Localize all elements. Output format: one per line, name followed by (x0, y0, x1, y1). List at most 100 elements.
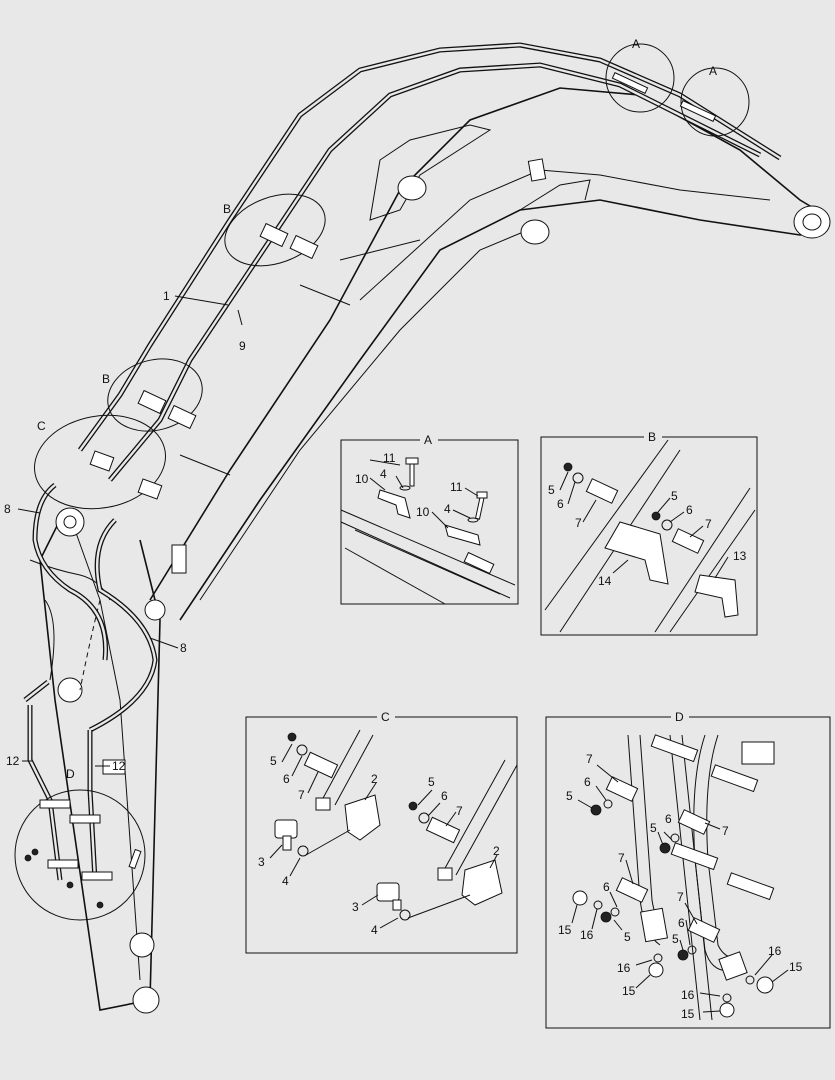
svg-text:5: 5 (672, 932, 679, 946)
clamp-7a (303, 751, 339, 779)
svg-text:3: 3 (352, 900, 359, 914)
svg-text:7: 7 (722, 824, 729, 838)
svg-text:6: 6 (603, 880, 610, 894)
label-hose-8-right: 8 (180, 641, 187, 655)
svg-text:5: 5 (671, 489, 678, 503)
callout-A-2 (680, 67, 750, 137)
bracket-14 (604, 521, 669, 585)
svg-text:15: 15 (558, 923, 572, 937)
fitting-c2 (437, 867, 453, 881)
detail-D-title: D (675, 710, 684, 724)
boom-pin-lower (520, 219, 550, 245)
detail-A-frame (340, 439, 519, 605)
svg-text:13: 13 (733, 549, 747, 563)
boom-assembly (149, 87, 831, 621)
svg-text:16: 16 (617, 961, 631, 975)
hose-lines (23, 42, 782, 881)
svg-text:7: 7 (456, 804, 463, 818)
svg-text:4: 4 (282, 874, 289, 888)
svg-text:10: 10 (416, 505, 430, 519)
svg-text:15: 15 (622, 984, 636, 998)
plate-2a (344, 794, 381, 841)
svg-text:15: 15 (681, 1007, 695, 1021)
label-hose-9: 9 (239, 339, 246, 353)
svg-text:5: 5 (650, 821, 657, 835)
arm-pad (102, 759, 126, 775)
svg-text:5: 5 (428, 775, 435, 789)
label-callout-B2: B (102, 372, 110, 386)
plate-2b (461, 859, 503, 906)
detail-B-title: B (648, 430, 656, 444)
svg-text:16: 16 (580, 928, 594, 942)
leader-lines (17, 295, 243, 767)
svg-text:7: 7 (618, 851, 625, 865)
svg-text:2: 2 (371, 772, 378, 786)
arm-pin-upper (55, 507, 85, 537)
label-hose-1: 1 (163, 289, 170, 303)
svg-text:16: 16 (681, 988, 695, 1002)
svg-text:15: 15 (789, 960, 803, 974)
boom-pin-upper (397, 175, 427, 201)
svg-text:5: 5 (566, 789, 573, 803)
callout-C (34, 414, 166, 510)
boom-pad (527, 158, 547, 182)
label-callout-C: C (37, 419, 46, 433)
detail-A: A 11 4 10 11 4 10 (340, 433, 519, 605)
fitting-c1 (315, 797, 331, 811)
label-callout-A1: A (632, 37, 640, 51)
svg-text:5: 5 (548, 483, 555, 497)
arm-assembly (29, 507, 166, 1014)
detail-A-title: A (424, 433, 432, 447)
bracket-13 (694, 574, 739, 618)
detail-D-frame (545, 716, 831, 1029)
svg-text:16: 16 (768, 944, 782, 958)
callout-ellipses (14, 43, 750, 921)
arm-pin-mid (57, 677, 83, 703)
label-callout-D: D (66, 767, 75, 781)
svg-text:7: 7 (586, 752, 593, 766)
callout-D (14, 789, 146, 921)
detail-D: D (545, 710, 831, 1029)
svg-text:10: 10 (355, 472, 369, 486)
label-pipe-12-left: 12 (6, 754, 20, 768)
svg-text:4: 4 (380, 467, 387, 481)
svg-text:4: 4 (371, 923, 378, 937)
svg-text:3: 3 (258, 855, 265, 869)
svg-text:5: 5 (270, 754, 277, 768)
svg-text:4: 4 (444, 502, 451, 516)
svg-text:6: 6 (686, 503, 693, 517)
bolt-3b (376, 882, 400, 902)
clamp-7a (585, 478, 619, 504)
svg-text:7: 7 (705, 517, 712, 531)
detail-C-title: C (381, 710, 390, 724)
block-d-top (741, 741, 775, 765)
boom-block (171, 544, 187, 574)
boom-foot-pin (144, 599, 166, 621)
callout-B-upper (224, 193, 326, 267)
arm-pin-tip (132, 986, 160, 1014)
clamp-10b (444, 524, 481, 546)
boom-tip-pin (793, 205, 831, 239)
svg-text:6: 6 (283, 772, 290, 786)
label-pipe-12-right: 12 (112, 759, 126, 773)
clamp-10a (377, 489, 411, 519)
svg-text:5: 5 (624, 930, 631, 944)
bolt-3a (274, 819, 298, 839)
svg-text:7: 7 (677, 890, 684, 904)
label-callout-A2: A (709, 64, 717, 78)
svg-text:6: 6 (557, 497, 564, 511)
label-callout-B1: B (223, 202, 231, 216)
detail-C: C 5 6 7 2 (245, 710, 518, 954)
svg-text:6: 6 (665, 812, 672, 826)
detail-B: B 5 6 7 5 6 7 14 13 (540, 430, 758, 636)
svg-text:11: 11 (383, 451, 396, 465)
svg-text:2: 2 (493, 844, 500, 858)
clamp-7b (425, 816, 461, 844)
svg-text:7: 7 (298, 788, 305, 802)
label-hose-8-left: 8 (4, 502, 11, 516)
clamp-7b (671, 528, 705, 554)
svg-text:11: 11 (450, 480, 463, 494)
arm-pin-lower (129, 932, 155, 958)
callout-A-1 (605, 43, 675, 113)
